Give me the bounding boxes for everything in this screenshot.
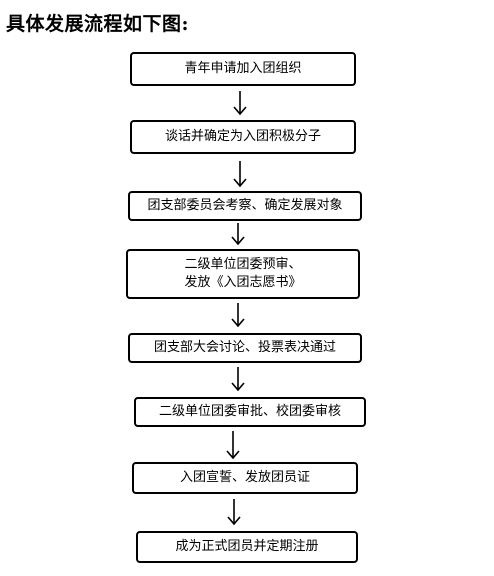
step-label-line1: 二级单位团委预审、 <box>184 257 302 272</box>
page-title: 具体发展流程如下图: <box>6 13 190 35</box>
step-label: 青年申请加入团组织 <box>184 61 302 76</box>
arrow-down-icon <box>227 499 241 526</box>
step-approval: 二级单位团委审批、校团委审核 <box>134 397 366 427</box>
step-label: 团支部大会讨论、投票表决通过 <box>153 340 336 355</box>
step-label: 二级单位团委审批、校团委审核 <box>158 404 341 419</box>
step-label: 成为正式团员并定期注册 <box>175 539 319 554</box>
step-apply: 青年申请加入团组织 <box>130 52 356 86</box>
step-label: 入团宣誓、发放团员证 <box>179 470 310 485</box>
step-candidate: 团支部委员会考察、确定发展对象 <box>128 191 362 221</box>
arrow-down-icon <box>226 431 240 460</box>
step-label-line2: 发放《入团志愿书》 <box>184 275 302 290</box>
arrow-down-icon <box>231 367 245 392</box>
arrow-down-icon <box>231 303 245 328</box>
step-oath: 入团宣誓、发放团员证 <box>132 462 358 494</box>
arrow-down-icon <box>233 91 247 116</box>
step-registration: 成为正式团员并定期注册 <box>136 531 358 563</box>
step-pre-review: 二级单位团委预审、 发放《入团志愿书》 <box>126 249 360 299</box>
step-label: 谈话并确定为入团积极分子 <box>164 129 321 144</box>
step-activist: 谈话并确定为入团积极分子 <box>130 120 356 154</box>
arrow-down-icon <box>231 223 245 246</box>
step-label: 团支部委员会考察、确定发展对象 <box>147 198 343 213</box>
step-branch-vote: 团支部大会讨论、投票表决通过 <box>128 333 362 363</box>
arrow-down-icon <box>233 161 247 188</box>
